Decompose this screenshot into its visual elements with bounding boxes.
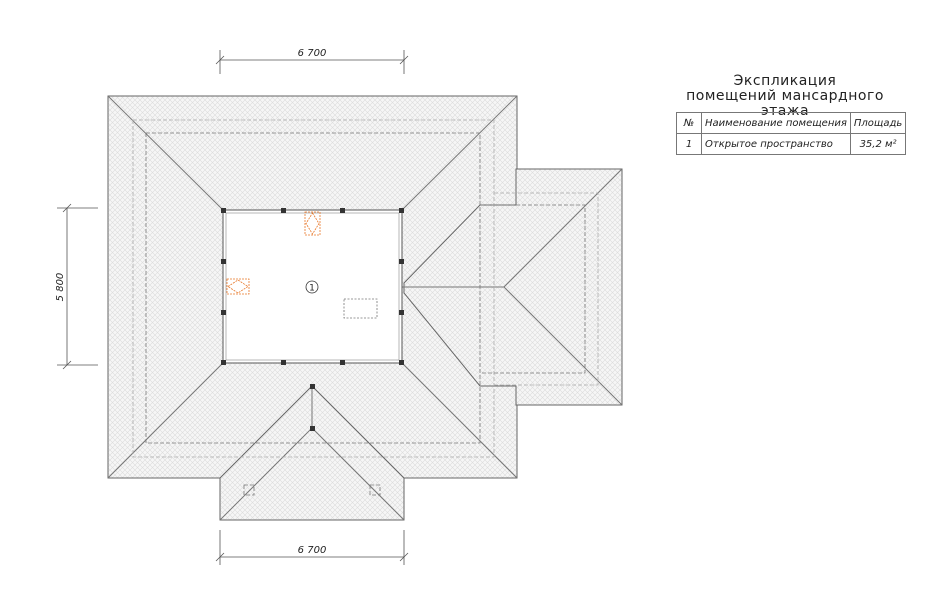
header-number: № (676, 112, 702, 134)
dimension-top: 6 700 (298, 48, 327, 59)
room-marker: 1 (309, 284, 315, 294)
dimension-left: 5 800 (55, 273, 66, 302)
stair-opening (343, 298, 378, 319)
row-number: 1 (676, 133, 702, 155)
row-area: 35,2 м² (849, 133, 907, 155)
explication-table: № Наименование помещения Площадь 1 Откры… (676, 112, 907, 155)
table-row: 1 Открытое пространство 35,2 м² (676, 133, 907, 155)
roof-window-icon (226, 211, 321, 295)
bottom-wing-roof (219, 385, 405, 521)
columns (221, 208, 404, 431)
dimension-lines (57, 50, 409, 565)
room-marker-circle (305, 280, 319, 294)
ridge-lines (107, 95, 623, 521)
wall-outline-dashed (132, 119, 599, 496)
explication-title: Экспликация (733, 73, 837, 89)
dimension-bottom: 6 700 (298, 545, 327, 556)
